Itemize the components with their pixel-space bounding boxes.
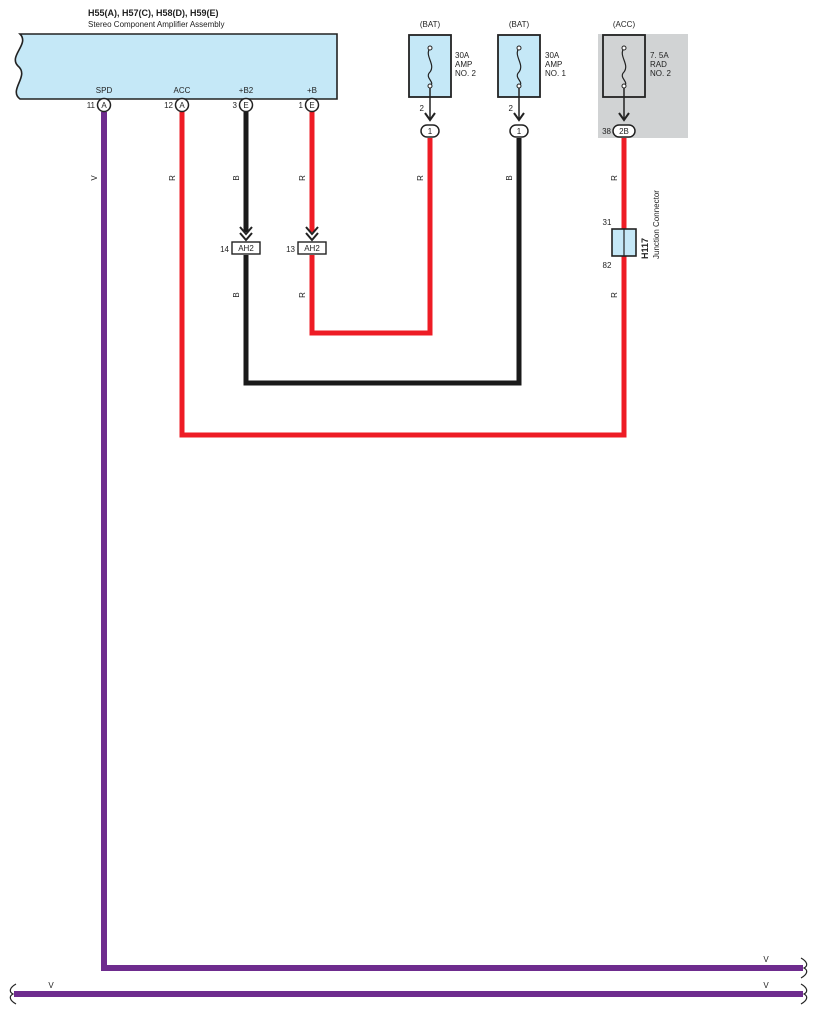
wire-label-v: V [763,981,769,990]
svg-text:NO. 2: NO. 2 [455,69,476,78]
arrow-down-icon [513,112,525,122]
inline-connector-ah2-14: 14 AH2 [220,226,261,255]
wire-violet-spd [101,112,803,971]
svg-text:E: E [243,101,248,110]
wire-label-r: R [610,292,619,298]
svg-text:(BAT): (BAT) [509,20,530,29]
svg-text:1: 1 [517,127,522,136]
svg-text:31: 31 [603,218,612,227]
wire-label-r: R [298,292,307,298]
svg-text:38: 38 [602,127,611,136]
svg-text:H117: H117 [640,238,650,259]
pin-name-b: +B [307,86,317,95]
double-chevron-icon [305,226,319,242]
svg-text:AH2: AH2 [304,244,320,253]
wire-label-v: V [90,175,99,181]
svg-text:30A: 30A [455,51,470,60]
svg-text:NO. 1: NO. 1 [545,69,566,78]
pin-name-spd: SPD [96,86,113,95]
svg-text:2: 2 [509,104,514,113]
wire-black-b2-lower [243,138,522,386]
wire-label-v: V [763,955,769,964]
double-chevron-icon [239,226,253,242]
pin-spd: 11 A [87,97,112,113]
pin-b2: 3 E [233,97,254,113]
wire-label-b: B [232,292,241,297]
svg-text:14: 14 [220,245,229,254]
wire-label-r: R [298,175,307,181]
junction-connector-h117: 31 82 H117 Junction Connector [603,190,661,270]
svg-text:A: A [179,101,185,110]
svg-text:1: 1 [299,101,304,110]
svg-text:30A: 30A [545,51,560,60]
fuse-symbol-icon [516,47,522,87]
svg-text:82: 82 [603,261,612,270]
wire-label-b: B [232,175,241,180]
svg-text:1: 1 [428,127,433,136]
svg-text:RAD: RAD [650,60,667,69]
svg-text:Junction Connector: Junction Connector [652,190,661,259]
wire-label-v: V [48,981,54,990]
svg-text:7. 5A: 7. 5A [650,51,669,60]
wire-label-b: B [505,175,514,180]
fuse-rad-no2: (ACC) 7. 5A RAD NO. 2 38 2B [602,20,671,138]
wire-red-b-lower [309,138,433,336]
wire-label-r: R [168,175,177,181]
arrow-down-icon [424,112,436,122]
svg-text:AH2: AH2 [238,244,254,253]
component-name: Stereo Component Amplifier Assembly [88,20,225,29]
svg-text:A: A [101,101,107,110]
amplifier-body [14,33,338,100]
svg-text:AMP: AMP [545,60,562,69]
fuse-symbol-icon [427,47,433,87]
svg-text:13: 13 [286,245,295,254]
arrow-down-icon [618,112,630,122]
svg-text:11: 11 [87,101,96,110]
fuse-amp-no2: (BAT) 30A AMP NO. 2 2 1 [408,20,476,138]
pin-name-b2: +B2 [239,86,254,95]
svg-text:AMP: AMP [455,60,472,69]
inline-connector-ah2-13: 13 AH2 [286,226,327,255]
fuse-amp-no1: (BAT) 30A AMP NO. 1 2 1 [497,20,566,138]
pin-b: 1 E [299,97,320,113]
wire-label-r: R [416,175,425,181]
wire-red-acc [179,112,627,438]
svg-text:2: 2 [420,104,425,113]
pin-acc: 12 A [164,97,190,113]
fuse-symbol-icon [621,47,627,87]
svg-text:(ACC): (ACC) [613,20,636,29]
continuation-brace-left [9,983,17,1005]
svg-text:12: 12 [164,101,173,110]
svg-text:NO. 2: NO. 2 [650,69,671,78]
continuation-brace-right [800,983,808,1005]
svg-text:(BAT): (BAT) [420,20,441,29]
svg-text:2B: 2B [619,127,629,136]
pin-name-acc: ACC [174,86,191,95]
connector-ids: H55(A), H57(C), H58(D), H59(E) [88,8,219,18]
svg-text:3: 3 [233,101,238,110]
continuation-brace-right [800,957,808,979]
wire-label-r: R [610,175,619,181]
svg-text:E: E [309,101,314,110]
